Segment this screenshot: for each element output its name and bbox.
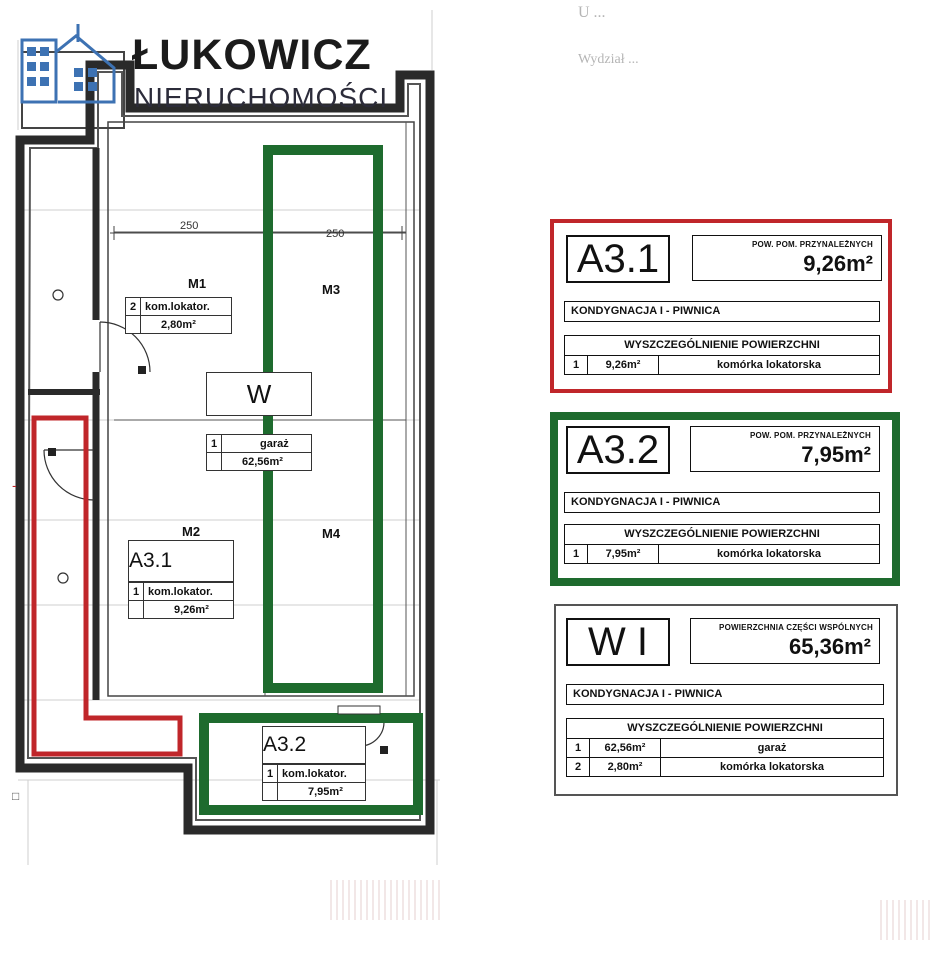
room-label-m2: M2 xyxy=(182,524,201,539)
info-code: A3.1 xyxy=(566,235,670,283)
info-area-box: POWIERZCHNIA CZĘŚCI WSPÓLNYCH 65,36m² xyxy=(690,618,880,664)
info-code: A3.2 xyxy=(566,426,670,474)
info-area-caption: POW. POM. PRZYNALEŻNYCH xyxy=(751,240,873,249)
row-area: 62,56m² xyxy=(590,739,661,757)
info-area-value: 7,95m² xyxy=(801,442,871,467)
tag-name: kom.lokator. xyxy=(145,300,210,313)
info-spec-table: WYSZCZEGÓLNIENIE POWIERZCHNI 1 7,95m² ko… xyxy=(564,524,880,564)
svg-text:-: - xyxy=(12,477,17,493)
info-spec-table: WYSZCZEGÓLNIENIE POWIERZCHNI 1 9,26m² ko… xyxy=(564,335,880,375)
row-area: 7,95m² xyxy=(588,545,659,563)
info-code: W I xyxy=(566,618,670,666)
info-box-w-i: W I POWIERZCHNIA CZĘŚCI WSPÓLNYCH 65,36m… xyxy=(554,604,898,796)
tag-code: A3.2 xyxy=(263,727,365,764)
table-row: 1 62,56m² garaż xyxy=(567,739,883,757)
info-floor: KONDYGNACJA I - PIWNICA xyxy=(566,684,884,705)
room-label-m3: M3 xyxy=(322,282,341,297)
info-area-value: 65,36m² xyxy=(789,634,871,659)
info-area-caption: POWIERZCHNIA CZĘŚCI WSPÓLNYCH xyxy=(719,623,873,632)
info-area-value: 9,26m² xyxy=(803,251,873,276)
tag-area: 62,56m² xyxy=(242,455,283,468)
faded-signature-mark xyxy=(880,900,930,940)
dimension-label: 250 xyxy=(180,220,199,232)
tag-name: kom.lokator. xyxy=(148,585,213,598)
tag-number: 2 xyxy=(126,298,141,315)
tag-name: kom.lokator. xyxy=(282,767,347,780)
tag-area: 7,95m² xyxy=(308,785,343,798)
common-area-label: W xyxy=(246,378,272,409)
row-number: 1 xyxy=(565,545,588,563)
faded-signature-mark xyxy=(330,880,440,920)
row-area: 2,80m² xyxy=(590,758,661,776)
table-row: 1 7,95m² komórka lokatorska xyxy=(565,545,879,563)
info-floor: KONDYGNACJA I - PIWNICA xyxy=(564,492,880,513)
svg-text:□: □ xyxy=(12,789,19,803)
row-number: 1 xyxy=(567,739,590,757)
room-tag-garage: 1 garaż 62,56m² xyxy=(206,434,312,471)
row-area: 9,26m² xyxy=(588,356,659,374)
tag-area: 2,80m² xyxy=(161,318,196,331)
room-tag-m1: 2 kom.lokator. 2,80m² xyxy=(125,297,232,334)
logo-house-icon xyxy=(20,24,116,104)
row-number: 1 xyxy=(565,356,588,374)
tag-number: 1 xyxy=(263,765,278,782)
logo-title: ŁUKOWICZ xyxy=(132,31,372,79)
info-box-a3-2: A3.2 POW. POM. PRZYNALEŻNYCH 7,95m² KOND… xyxy=(550,412,900,586)
info-spec-header: WYSZCZEGÓLNIENIE POWIERZCHNI xyxy=(567,719,883,739)
tag-area: 9,26m² xyxy=(174,603,209,616)
room-label-m4: M4 xyxy=(322,526,341,541)
room-label-m1: M1 xyxy=(188,276,207,291)
common-area-box: W xyxy=(206,372,312,416)
dimension-label: 250 xyxy=(326,228,345,240)
room-tag-a3-2: A3.2 1 kom.lokator. 7,95m² xyxy=(262,726,366,801)
row-name: komórka lokatorska xyxy=(717,359,821,371)
stamp-line-1: U ... xyxy=(578,4,606,21)
row-name: komórka lokatorska xyxy=(717,548,821,560)
row-name: komórka lokatorska xyxy=(720,761,824,773)
table-row: 2 2,80m² komórka lokatorska xyxy=(567,757,883,776)
table-row: 1 9,26m² komórka lokatorska xyxy=(565,356,879,374)
tag-code: A3.1 xyxy=(129,541,233,582)
info-spec-header: WYSZCZEGÓLNIENIE POWIERZCHNI xyxy=(565,525,879,545)
row-name: garaż xyxy=(757,742,787,754)
tag-number: 1 xyxy=(129,583,144,600)
info-floor: KONDYGNACJA I - PIWNICA xyxy=(564,301,880,322)
stamp-line-2: Wydział ... xyxy=(578,52,639,67)
logo-subtitle: NIERUCHOMOŚCI xyxy=(134,82,389,113)
info-box-a3-1: A3.1 POW. POM. PRZYNALEŻNYCH 9,26m² KOND… xyxy=(550,219,892,393)
info-area-box: POW. POM. PRZYNALEŻNYCH 9,26m² xyxy=(692,235,882,281)
info-area-caption: POW. POM. PRZYNALEŻNYCH xyxy=(749,431,871,440)
tag-number: 1 xyxy=(207,435,222,452)
info-area-box: POW. POM. PRZYNALEŻNYCH 7,95m² xyxy=(690,426,880,472)
room-tag-a3-1: A3.1 1 kom.lokator. 9,26m² xyxy=(128,540,234,619)
tag-name: garaż xyxy=(260,437,289,450)
info-spec-table: WYSZCZEGÓLNIENIE POWIERZCHNI 1 62,56m² g… xyxy=(566,718,884,777)
info-spec-header: WYSZCZEGÓLNIENIE POWIERZCHNI xyxy=(565,336,879,356)
row-number: 2 xyxy=(567,758,590,776)
